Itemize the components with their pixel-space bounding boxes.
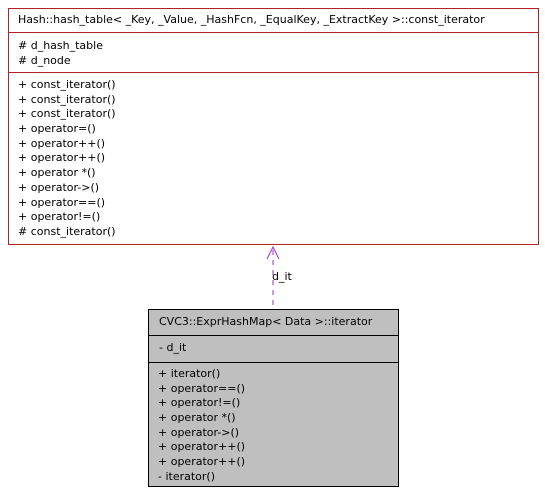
base-class-title: Hash::hash_table< _Key, _Value, _HashFcn… [9,9,538,33]
usage-edge-label: d_it [272,270,292,283]
base-class-operation: + operator++() [18,151,106,165]
derived-class-operation: + iterator() [158,367,221,380]
base-class-operation: + const_iterator() [18,78,116,91]
base-class-box: Hash::hash_table< _Key, _Value, _HashFcn… [8,8,539,245]
base-class-operation: + operator++() [18,136,106,150]
base-class-attributes: # d_hash_table # d_node [9,33,538,73]
derived-class-attribute: - d_it [159,341,187,354]
base-class-operation: + const_iterator() [18,107,116,121]
base-class-operation: + operator==() [18,195,106,209]
derived-class-operation: + operator++() [158,440,246,454]
base-class-operation: + const_iterator() [18,92,116,106]
base-class-operations: + const_iterator() + const_iterator() + … [9,73,538,240]
base-class-attribute: # d_hash_table [18,39,103,52]
derived-class-attributes: - d_it [149,336,398,363]
base-class-operation: + operator->() [18,180,100,194]
derived-class-operation: + operator==() [158,381,246,395]
derived-class-operation: - iterator() [158,469,216,483]
derived-class-operation: + operator *() [158,411,236,425]
derived-class-operation: + operator++() [158,455,246,469]
base-class-operation: + operator *() [18,166,96,180]
derived-class-operation: + operator->() [158,425,240,439]
base-class-attribute: # d_node [18,53,71,67]
derived-class-title: CVC3::ExprHashMap< Data >::iterator [149,310,398,336]
usage-arrowhead-icon [266,245,280,260]
derived-class-box: CVC3::ExprHashMap< Data >::iterator - d_… [148,309,399,487]
derived-class-operation: + operator!=() [158,396,241,410]
derived-class-operations: + iterator() + operator==() + operator!=… [149,363,398,485]
base-class-operation: # const_iterator() [18,224,116,238]
base-class-operation: + operator!=() [18,210,101,224]
base-class-operation: + operator=() [18,122,96,136]
